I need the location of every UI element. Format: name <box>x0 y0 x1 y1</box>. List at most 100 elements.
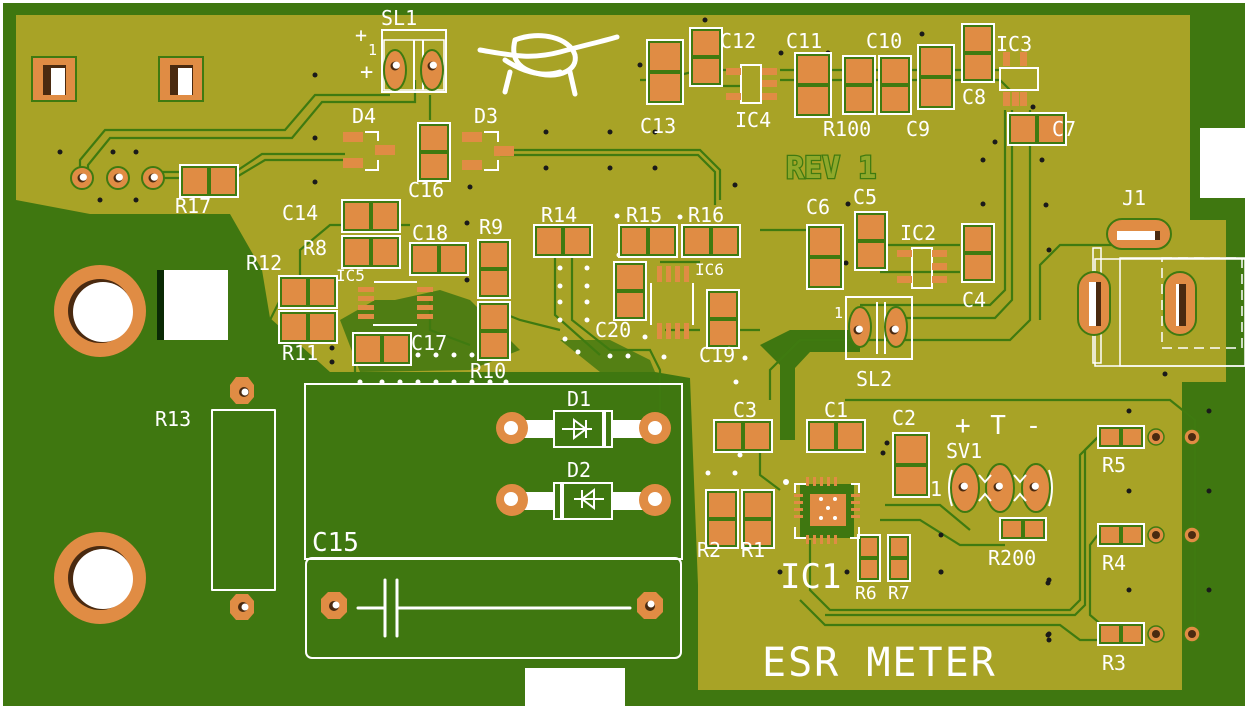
resistor-R13 <box>211 377 276 620</box>
label-R10: R10 <box>470 359 506 383</box>
smd-R16 <box>681 224 741 258</box>
label-C6: C6 <box>806 195 830 219</box>
smd-R17 <box>179 164 239 198</box>
label-IC5: IC5 <box>336 266 365 285</box>
label-C16: C16 <box>408 178 444 202</box>
smd-C17 <box>352 332 412 366</box>
smd-pad <box>310 279 334 305</box>
smd-pad <box>310 314 334 340</box>
connector-SV1 <box>948 463 1053 513</box>
diode-D2 <box>496 482 671 520</box>
smd-pad <box>356 336 380 362</box>
smd-R200 <box>999 517 1047 541</box>
smd-pad <box>713 228 737 254</box>
smd-pad <box>1123 429 1141 445</box>
label-C20: C20 <box>595 318 631 342</box>
smd-pad <box>617 265 643 289</box>
smd-C2 <box>892 432 930 498</box>
smd-C20 <box>613 261 647 321</box>
label-SL1-plus: + <box>360 60 373 85</box>
smd-pad <box>965 27 991 51</box>
smd-C3 <box>713 419 773 453</box>
smd-pad <box>384 336 408 362</box>
ic-IC5 <box>358 281 433 326</box>
smd-pad <box>481 243 507 267</box>
label-C13: C13 <box>640 114 676 138</box>
smd-pad <box>481 271 507 295</box>
smd-pad <box>798 87 828 114</box>
label-R14: R14 <box>541 203 577 227</box>
test-points <box>1147 428 1201 643</box>
label-D2: D2 <box>567 458 591 482</box>
smd-pad <box>650 43 680 70</box>
connector-J1 <box>1077 218 1247 367</box>
smd-pad <box>891 538 907 556</box>
header-pins <box>70 166 165 190</box>
smd-pad <box>896 436 926 463</box>
diode-D4 <box>343 131 395 171</box>
smd-pad <box>413 246 437 272</box>
smd-pad <box>282 279 306 305</box>
smd-R2 <box>705 489 739 549</box>
smd-C11 <box>794 52 832 118</box>
label-IC3: IC3 <box>996 32 1032 56</box>
label-R15: R15 <box>626 203 662 227</box>
label-C19: C19 <box>699 343 735 367</box>
smd-pad <box>421 154 447 178</box>
smd-pad <box>373 203 397 229</box>
smd-pad <box>617 293 643 317</box>
smd-R14 <box>533 224 593 258</box>
diode-D1 <box>496 410 671 448</box>
smd-R15 <box>618 224 678 258</box>
smd-pad <box>1003 521 1021 537</box>
smd-R8 <box>341 235 401 269</box>
smd-R5 <box>1097 425 1145 449</box>
smd-pad <box>1101 429 1119 445</box>
smd-pad <box>896 467 926 494</box>
smd-pad <box>1123 626 1141 642</box>
smd-pad <box>921 79 951 106</box>
label-C18: C18 <box>412 221 448 245</box>
smd-pad <box>921 48 951 75</box>
smd-R100 <box>842 55 876 115</box>
label-R1: R1 <box>741 538 765 562</box>
label-R5: R5 <box>1102 453 1126 477</box>
label-R3: R3 <box>1102 651 1126 675</box>
smd-pad <box>345 239 369 265</box>
label-R16: R16 <box>688 203 724 227</box>
smd-pad <box>709 521 735 545</box>
label-C11: C11 <box>786 29 822 53</box>
smd-pad <box>1101 626 1119 642</box>
smd-R1 <box>741 489 775 549</box>
label-SL2: SL2 <box>856 367 892 391</box>
smd-pad <box>717 423 741 449</box>
capacitor-C15 <box>305 557 682 659</box>
label-C12: C12 <box>720 29 756 53</box>
smd-pad <box>882 87 908 111</box>
smd-pad <box>745 493 771 517</box>
smd-pad <box>810 259 840 286</box>
knot-logo <box>477 33 620 97</box>
label-IC6: IC6 <box>695 260 724 279</box>
smd-pad <box>846 87 872 111</box>
label-R2: R2 <box>697 538 721 562</box>
smd-pad <box>745 423 769 449</box>
smd-pad <box>1123 527 1141 543</box>
smd-pad <box>565 228 589 254</box>
smd-pad <box>709 493 735 517</box>
label-C3: C3 <box>733 398 757 422</box>
smd-R4 <box>1097 523 1145 547</box>
smd-C4 <box>961 223 995 283</box>
smd-R7 <box>887 534 911 582</box>
label-SV1-pin1: 1 <box>930 477 942 501</box>
smd-pad <box>810 423 834 449</box>
label-R4: R4 <box>1102 551 1126 575</box>
connector-SL1 <box>381 29 447 93</box>
smd-pad <box>537 228 561 254</box>
smd-pad <box>1039 116 1063 142</box>
label-SV1-pins: + T - <box>955 411 1043 441</box>
diode-D3 <box>462 131 514 171</box>
vias-white <box>357 213 748 476</box>
smd-pad <box>622 228 646 254</box>
smd-pad <box>650 74 680 101</box>
